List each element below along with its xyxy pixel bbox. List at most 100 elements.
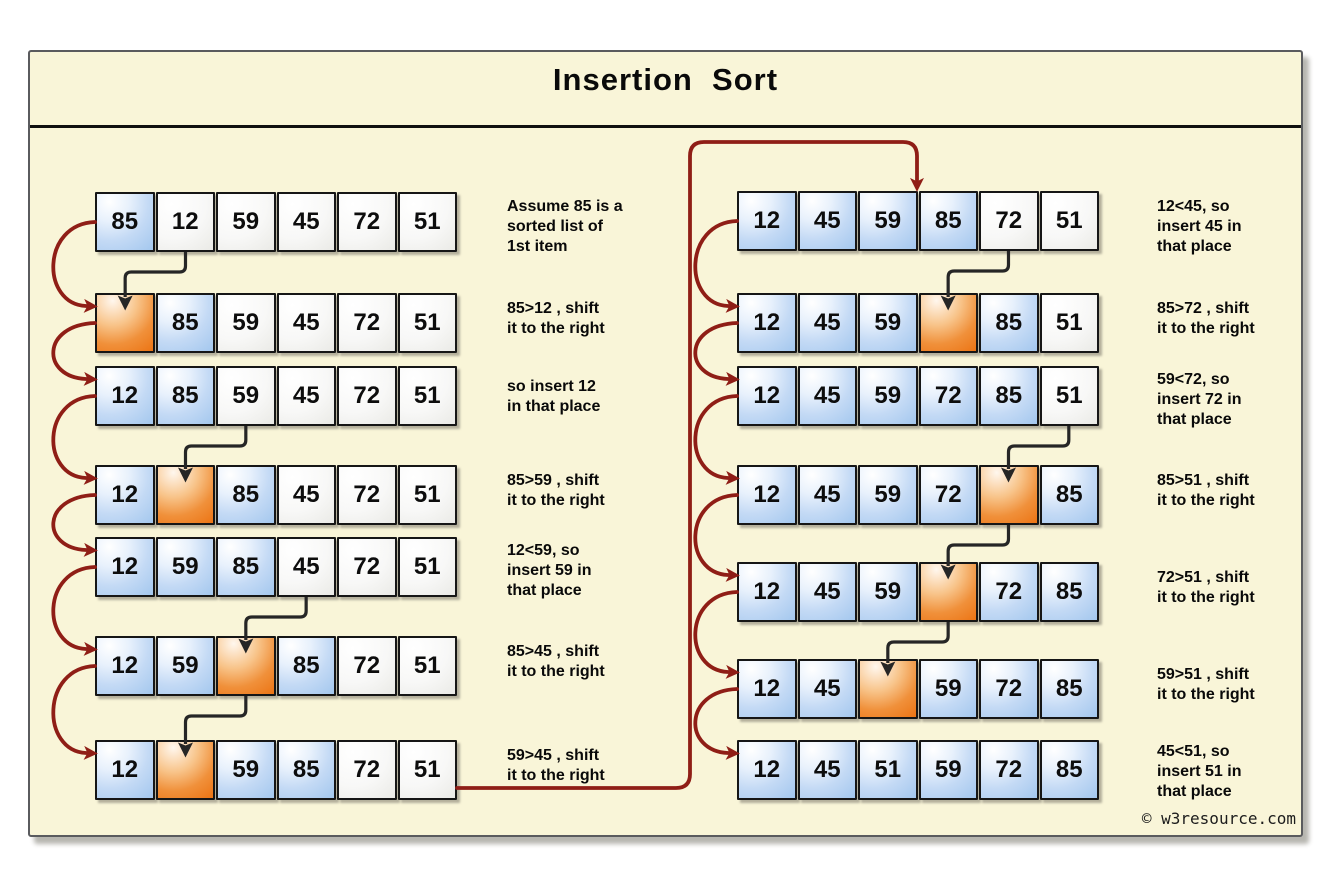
step-annotation: 59<72, so insert 72 in that place: [1157, 371, 1242, 428]
array-cell: 12: [737, 366, 797, 426]
array-cell: 59: [858, 366, 918, 426]
array-cell: 12: [95, 636, 155, 696]
array-cell: 85: [1039, 740, 1099, 800]
array-cell: 12: [155, 192, 215, 252]
array-cell: 59: [858, 465, 918, 525]
array-cell: 59: [858, 562, 918, 622]
array-cell: 12: [737, 562, 797, 622]
array-cell-gap: [155, 465, 215, 525]
array-cell: 45: [797, 191, 857, 251]
array-cell: 45: [797, 659, 857, 719]
array-cell: 72: [337, 192, 397, 252]
array-cell: 45: [276, 465, 336, 525]
step-annotation: 59>51 , shift it to the right: [1157, 666, 1255, 703]
array-cell: 45: [797, 465, 857, 525]
array-cell: 51: [397, 293, 457, 353]
step-annotation: 85>72 , shift it to the right: [1157, 300, 1255, 337]
array-cell-gap: [155, 740, 215, 800]
array-cell: 85: [155, 293, 215, 353]
array-cell: 51: [397, 740, 457, 800]
array-cell: 12: [95, 537, 155, 597]
step-annotation: 12<59, so insert 59 in that place: [507, 542, 592, 599]
step-annotation: 72>51 , shift it to the right: [1157, 569, 1255, 606]
array-cell: 72: [979, 659, 1039, 719]
array-cell: 85: [979, 366, 1039, 426]
array-cell: 12: [95, 740, 155, 800]
step-annotation: 85>45 , shift it to the right: [507, 643, 605, 680]
array-cell: 72: [979, 562, 1039, 622]
array-cell: 12: [95, 465, 155, 525]
step-annotation: 85>59 , shift it to the right: [507, 472, 605, 509]
array-cell: 72: [337, 636, 397, 696]
step-annotation: 45<51, so insert 51 in that place: [1157, 743, 1242, 800]
array-cell: 59: [216, 366, 276, 426]
array-cell: 85: [1039, 659, 1099, 719]
array-cell: 51: [397, 537, 457, 597]
array-cell: 45: [797, 293, 857, 353]
array-cell: 59: [216, 192, 276, 252]
diagram-title: Insertion Sort: [552, 62, 779, 97]
step-annotation: 59>45 , shift it to the right: [507, 747, 605, 784]
array-cell: 72: [337, 293, 397, 353]
step-annotation: so insert 12 in that place: [507, 378, 601, 415]
title-separator: [30, 125, 1301, 128]
array-cell: 12: [737, 191, 797, 251]
array-cell: 72: [337, 537, 397, 597]
watermark: © w3resource.com: [1141, 809, 1296, 828]
array-cell: 85: [1039, 562, 1099, 622]
array-cell-gap: [918, 293, 978, 353]
array-cell-gap: [918, 562, 978, 622]
step-annotation: Assume 85 is a sorted list of 1st item: [507, 198, 623, 255]
array-cell: 51: [1039, 293, 1099, 353]
array-cell: 85: [1039, 465, 1099, 525]
step-annotation: 85>12 , shift it to the right: [507, 300, 605, 337]
array-cell-gap: [95, 293, 155, 353]
array-cell: 72: [918, 465, 978, 525]
array-cell: 72: [337, 740, 397, 800]
array-cell: 51: [397, 636, 457, 696]
array-cell: 51: [397, 465, 457, 525]
array-cell: 12: [737, 659, 797, 719]
array-cell: 59: [216, 293, 276, 353]
array-cell: 59: [918, 659, 978, 719]
array-cell: 12: [737, 465, 797, 525]
array-cell: 85: [95, 192, 155, 252]
array-cell: 45: [797, 740, 857, 800]
array-cell: 85: [979, 293, 1039, 353]
array-cell: 72: [337, 366, 397, 426]
array-cell: 45: [276, 366, 336, 426]
array-cell: 51: [397, 366, 457, 426]
array-cell: 59: [155, 537, 215, 597]
array-cell: 12: [737, 293, 797, 353]
array-cell: 85: [155, 366, 215, 426]
array-cell: 85: [276, 740, 336, 800]
diagram-panel: [28, 50, 1303, 837]
array-cell: 45: [276, 192, 336, 252]
array-cell: 12: [737, 740, 797, 800]
array-cell: 85: [918, 191, 978, 251]
array-cell: 85: [216, 465, 276, 525]
array-cell: 45: [797, 366, 857, 426]
array-cell: 59: [155, 636, 215, 696]
array-cell: 85: [276, 636, 336, 696]
array-cell: 45: [276, 537, 336, 597]
array-cell: 51: [1039, 366, 1099, 426]
array-cell: 59: [216, 740, 276, 800]
array-cell-gap: [979, 465, 1039, 525]
array-cell: 85: [216, 537, 276, 597]
array-cell: 51: [397, 192, 457, 252]
array-cell: 59: [858, 191, 918, 251]
